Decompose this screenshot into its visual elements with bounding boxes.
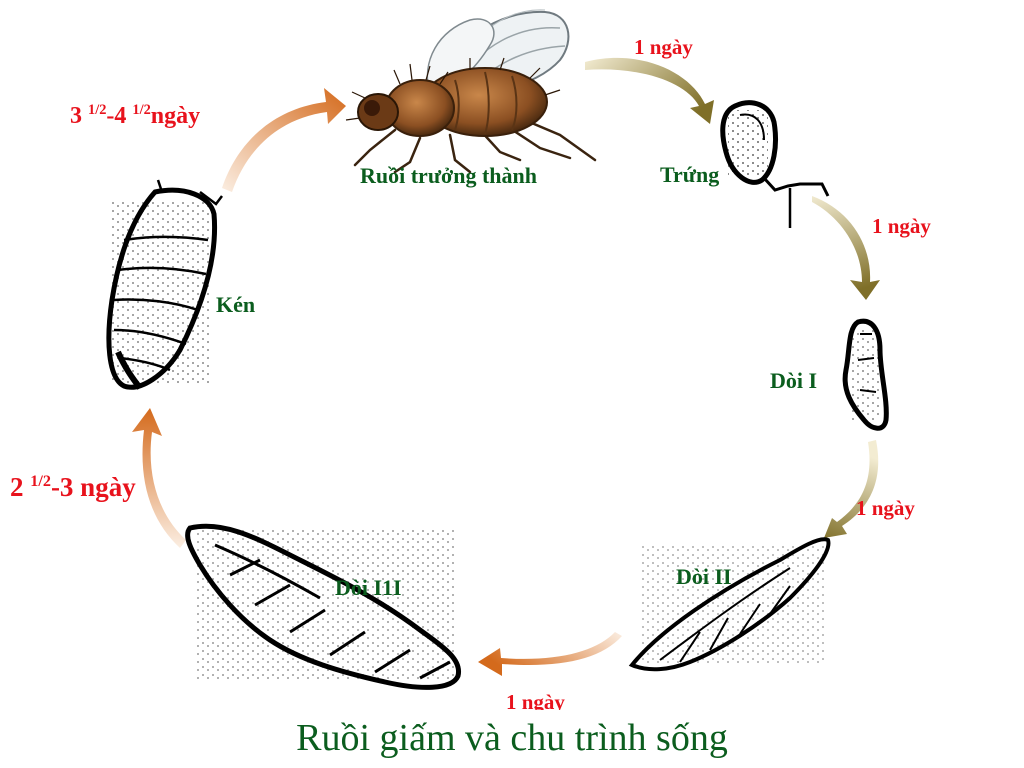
- arrow-larva3-to-pupa: [132, 408, 186, 548]
- duration-egg-to-larva-1: 1 ngày: [872, 214, 931, 238]
- stage-label-egg: Trứng: [660, 162, 720, 187]
- pupa-illustration: [106, 179, 223, 390]
- stage-label-larva-3: Dòi I1I: [335, 575, 402, 600]
- stage-label-pupa: Kén: [216, 292, 256, 317]
- egg-illustration: [720, 100, 830, 228]
- duration-adult-to-egg: 1 ngày: [634, 35, 693, 59]
- arrow-larva2-to-larva3: [478, 632, 622, 676]
- larva-1-illustration: [842, 318, 889, 431]
- duration-pupa-to-adult: 3 1/2-4 1/2ngày: [70, 102, 201, 129]
- arrow-larva1-to-larva2: [824, 440, 879, 538]
- duration-larva-2-to-larva-3: 1 ngày: [506, 690, 565, 710]
- arrow-egg-to-larva1: [812, 196, 880, 300]
- stage-label-adult: Ruồi trưởng thành: [360, 163, 537, 188]
- larva-2-illustration: [628, 537, 831, 672]
- stage-label-larva-1: Dòi I: [770, 368, 818, 393]
- duration-larva-1-to-larva-2: 1 ngày: [856, 496, 915, 520]
- stage-label-larva-2: Dòi II: [676, 564, 732, 589]
- arrow-pupa-to-adult: [222, 88, 346, 192]
- arrow-adult-to-egg: [585, 57, 714, 124]
- larva-3-illustration: [185, 523, 462, 690]
- duration-larva-3-to-pupa: 2 1/2-3 ngày: [10, 472, 136, 502]
- diagram-title: Ruồi giấm và chu trình sống: [296, 717, 728, 759]
- adult-fly-illustration: [345, 9, 597, 174]
